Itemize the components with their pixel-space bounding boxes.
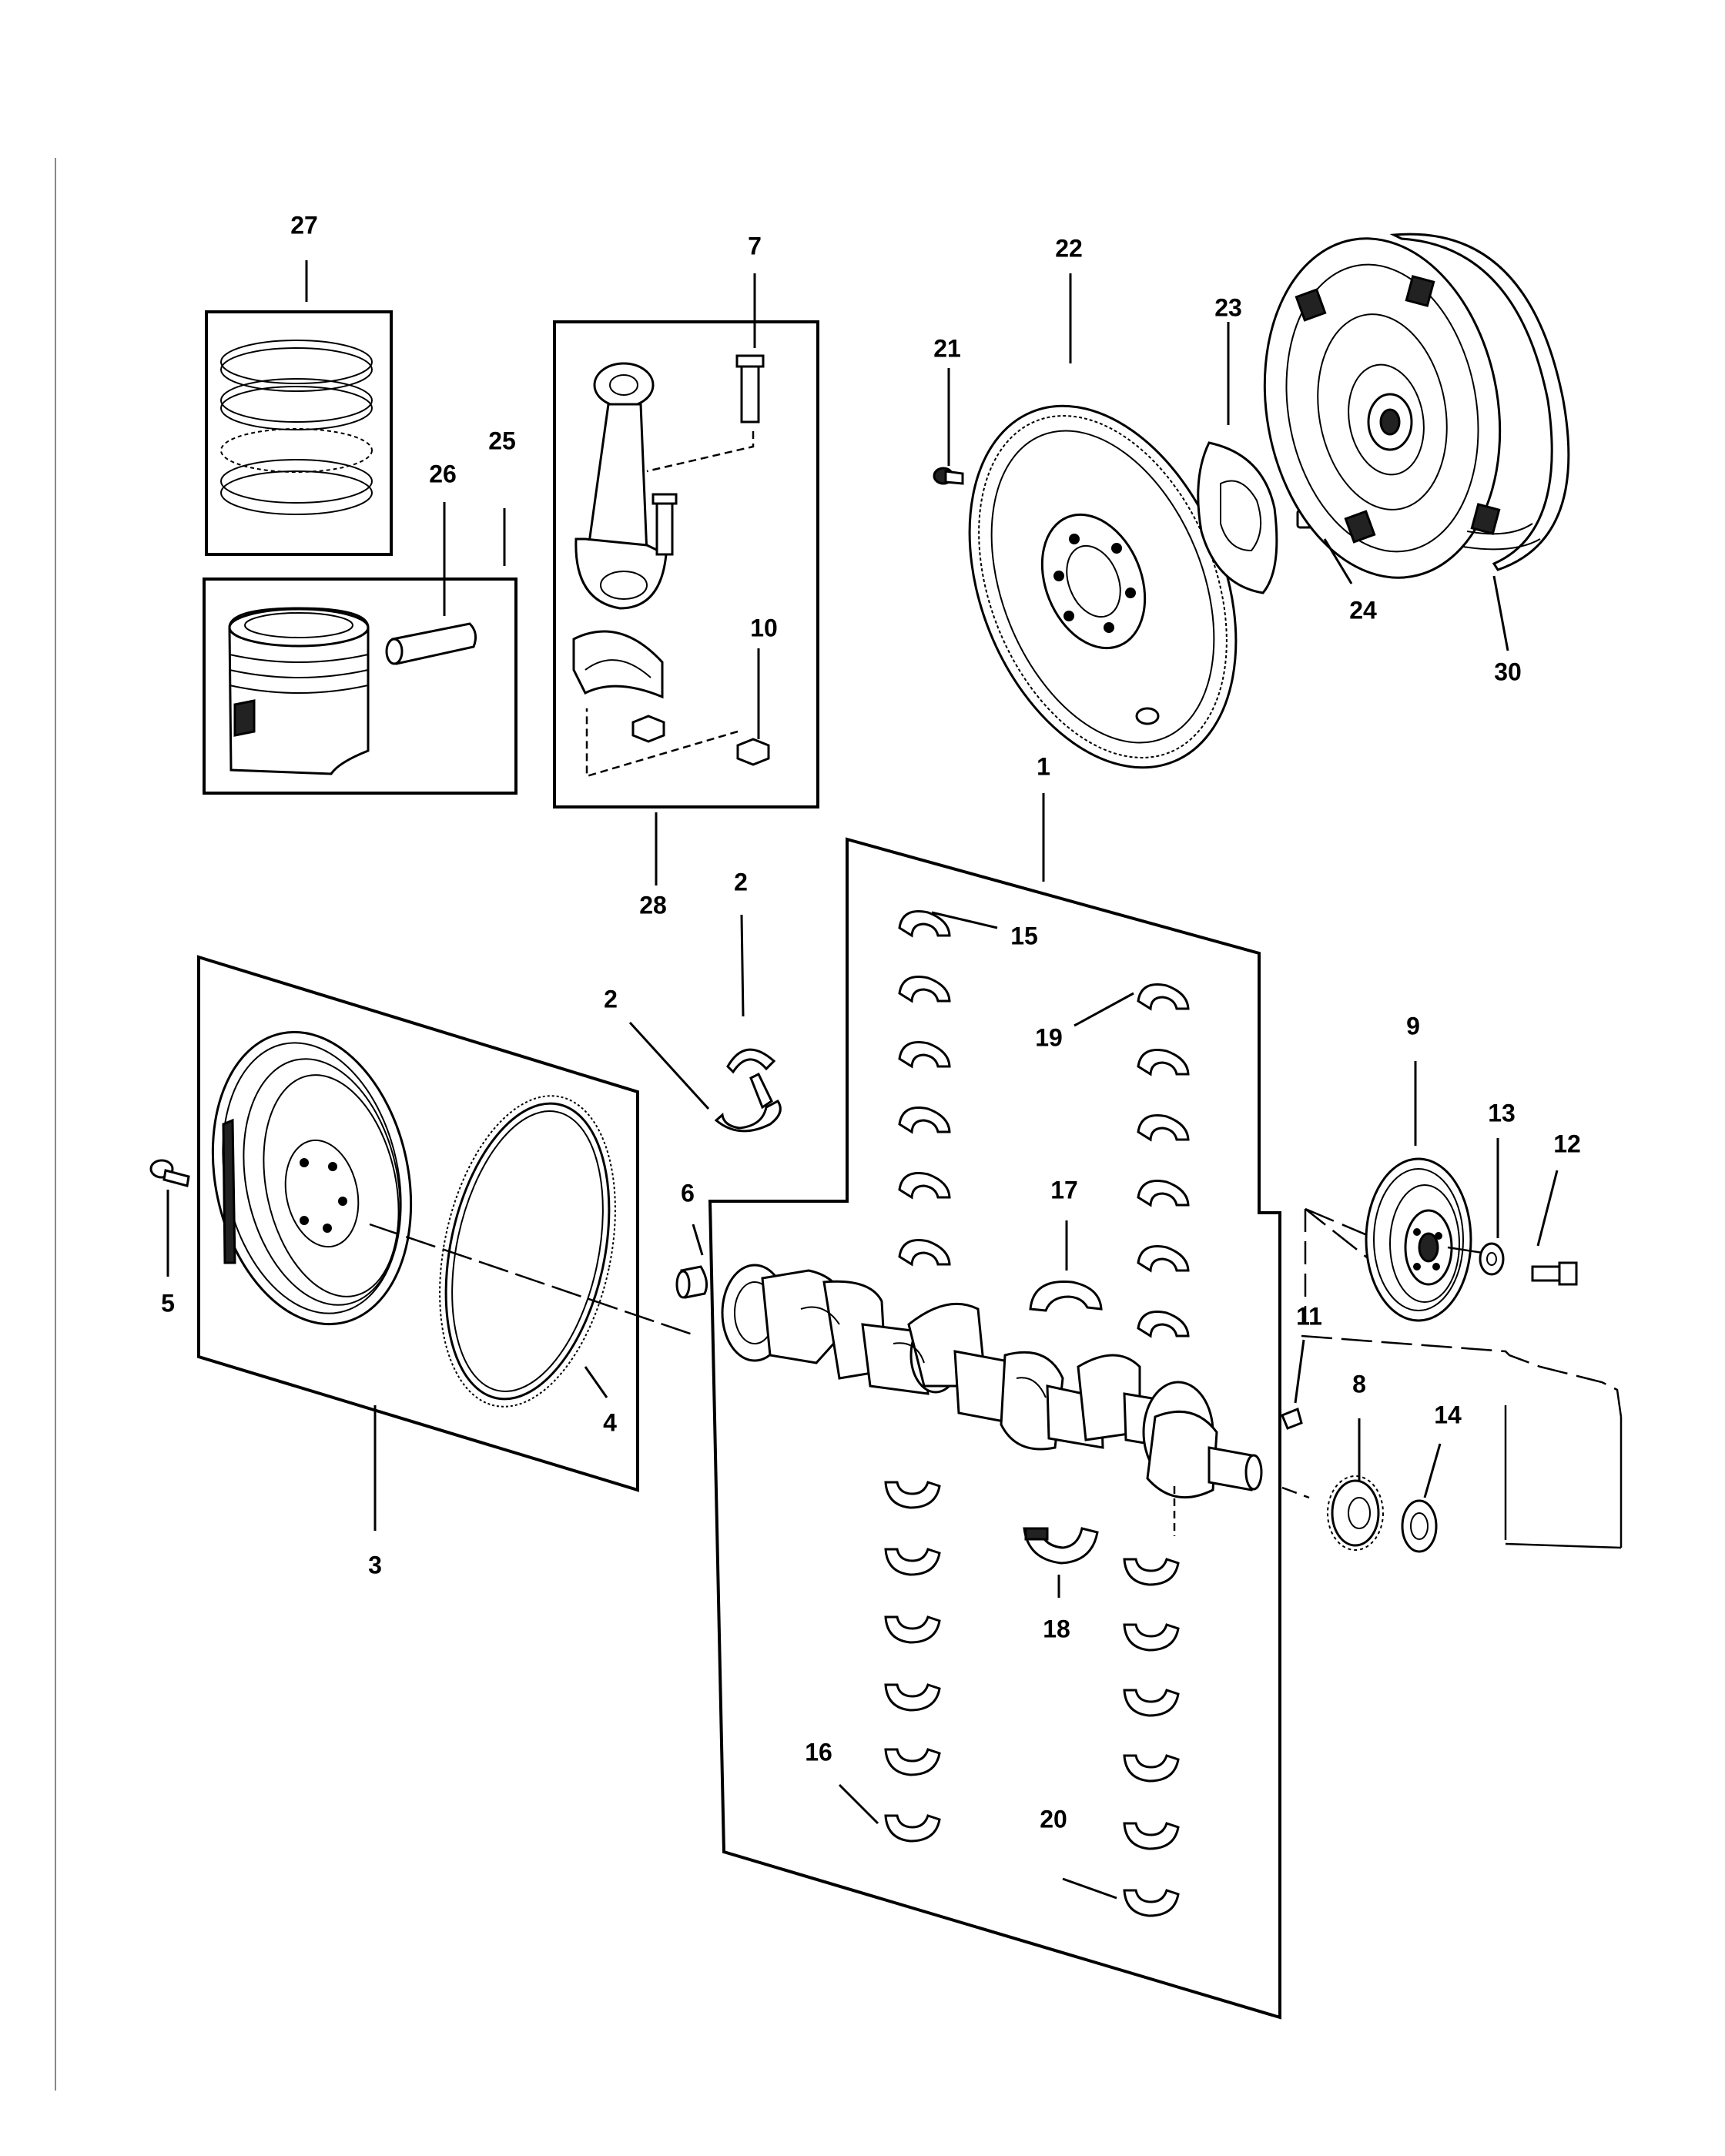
connecting-rod-cap bbox=[572, 630, 664, 699]
callout-2-top: 2 bbox=[734, 868, 748, 896]
piston-ring-box bbox=[205, 310, 393, 556]
pilot-bushing bbox=[675, 1265, 708, 1299]
callout-18: 18 bbox=[1043, 1615, 1070, 1642]
upper-main-bearing-left bbox=[898, 910, 951, 1267]
callout-2-left: 2 bbox=[604, 985, 618, 1013]
callout-16: 16 bbox=[805, 1738, 832, 1766]
callout-12: 12 bbox=[1553, 1130, 1581, 1157]
callout-26: 26 bbox=[429, 460, 457, 487]
callout-10: 10 bbox=[750, 614, 778, 641]
callout-19: 19 bbox=[1035, 1023, 1063, 1051]
pulley-bolt bbox=[1531, 1261, 1578, 1286]
callout-5: 5 bbox=[161, 1289, 175, 1317]
piston-pin bbox=[385, 622, 477, 665]
callout-20: 20 bbox=[1040, 1805, 1067, 1833]
crankshaft-pulley bbox=[1365, 1157, 1472, 1322]
piston-box bbox=[203, 578, 518, 795]
callout-6: 6 bbox=[681, 1179, 695, 1207]
callout-7: 7 bbox=[748, 232, 762, 259]
starter-ring-gear bbox=[439, 1095, 616, 1408]
piston-ring-set bbox=[205, 310, 393, 556]
oil-slinger bbox=[1401, 1499, 1438, 1553]
connecting-rod-assembly bbox=[553, 320, 819, 808]
piston-assembly bbox=[203, 578, 518, 795]
flex-plate-spacer bbox=[1197, 441, 1278, 594]
connecting-rod-box bbox=[553, 320, 819, 808]
pulley-washer bbox=[1479, 1242, 1505, 1276]
callout-23: 23 bbox=[1214, 293, 1242, 321]
callout-9: 9 bbox=[1406, 1012, 1420, 1040]
damper-pulley bbox=[211, 1030, 413, 1326]
callout-21: 21 bbox=[933, 334, 961, 362]
lower-main-bearing-left bbox=[884, 1481, 941, 1843]
callout-1: 1 bbox=[1037, 752, 1050, 780]
leader-lines bbox=[166, 260, 1559, 1900]
damper-bolt bbox=[149, 1159, 190, 1187]
callout-3: 3 bbox=[368, 1551, 382, 1578]
connecting-rod bbox=[574, 362, 668, 610]
crankshaft bbox=[721, 1264, 1263, 1499]
callout-22: 22 bbox=[1055, 234, 1083, 262]
torque-converter bbox=[1263, 233, 1570, 579]
drive-plate-panel bbox=[197, 955, 639, 1492]
upper-main-bearing-right bbox=[1137, 983, 1190, 1338]
callout-15: 15 bbox=[1010, 922, 1038, 949]
callout-28: 28 bbox=[639, 891, 667, 919]
callout-24: 24 bbox=[1349, 596, 1377, 624]
bearing-panel bbox=[708, 837, 1281, 2020]
callout-11: 11 bbox=[1296, 1302, 1322, 1330]
callout-8: 8 bbox=[1352, 1370, 1366, 1398]
crankshaft-key bbox=[1281, 1407, 1303, 1430]
lower-main-bearing-right bbox=[1123, 1558, 1180, 1917]
rod-bolt bbox=[651, 354, 765, 556]
crankshaft-sprocket bbox=[1327, 1475, 1384, 1551]
callout-13: 13 bbox=[1488, 1099, 1516, 1127]
rod-nut bbox=[631, 715, 770, 766]
flywheel bbox=[968, 404, 1238, 769]
callout-4: 4 bbox=[603, 1408, 617, 1436]
upper-thrust-bearing bbox=[1029, 1280, 1103, 1312]
flywheel-bolt bbox=[933, 467, 964, 485]
callout-30: 30 bbox=[1494, 658, 1522, 685]
callout-17: 17 bbox=[1050, 1176, 1078, 1204]
thrust-washer bbox=[714, 1048, 782, 1133]
callout-27: 27 bbox=[290, 211, 318, 239]
callout-14: 14 bbox=[1434, 1401, 1462, 1428]
callout-25: 25 bbox=[488, 427, 516, 454]
